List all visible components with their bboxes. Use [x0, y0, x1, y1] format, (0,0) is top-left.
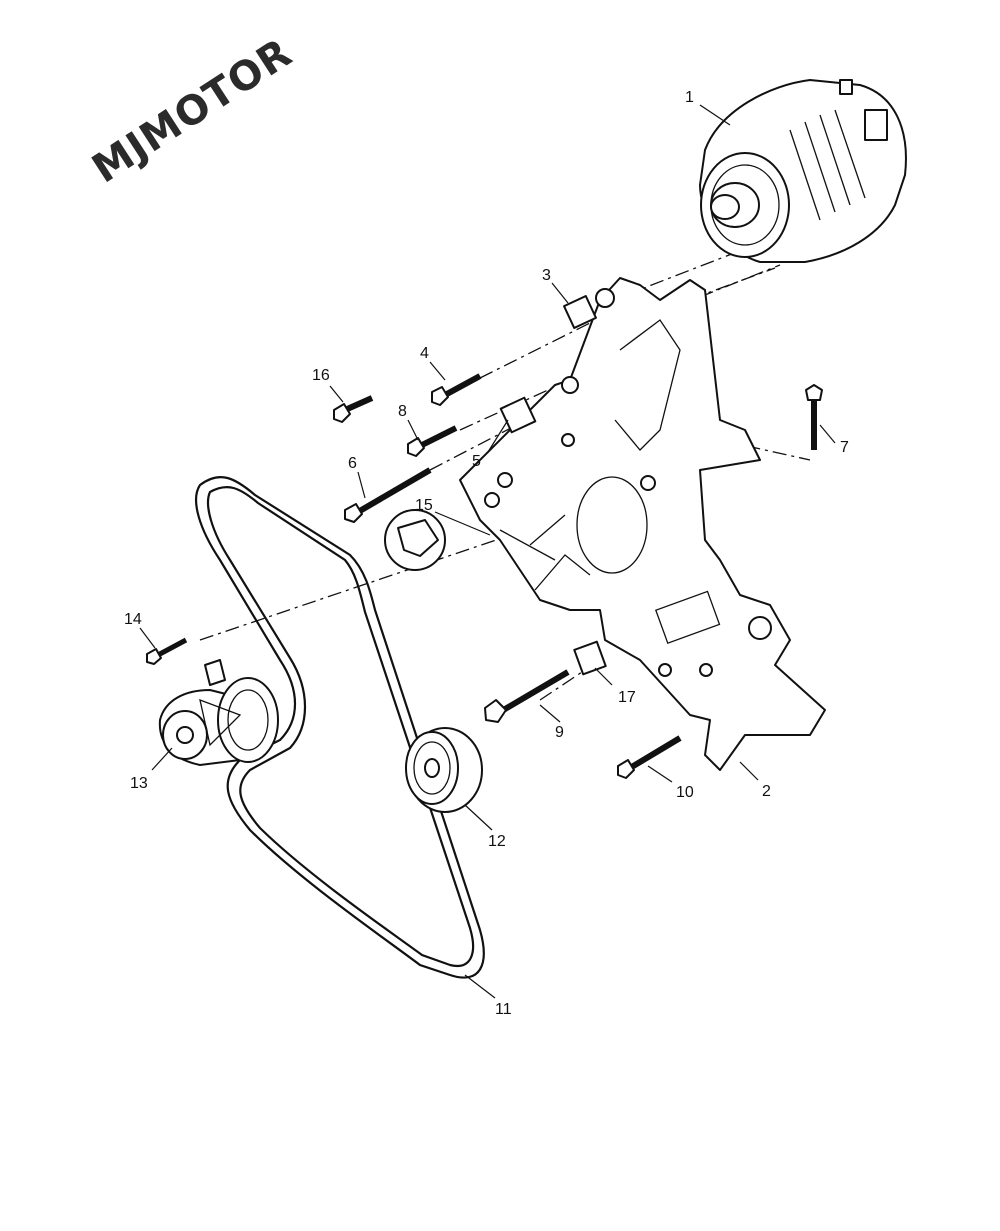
spacer-3	[563, 295, 597, 329]
bolt-6	[344, 467, 432, 523]
bolt-14	[146, 637, 188, 665]
callout-labels: 1 2 3 4 5 6 7 8 9 10 11 12 13 14 15 16 1…	[124, 89, 849, 1018]
callout-13: 13	[130, 775, 148, 792]
bolt-10	[617, 735, 682, 779]
callout-15: 15	[415, 497, 433, 514]
watermark-logo: MJMOTOR	[84, 30, 300, 193]
spacer-5	[499, 396, 537, 434]
callout-5: 5	[472, 453, 481, 470]
callout-12: 12	[488, 833, 506, 850]
drive-belt	[195, 476, 485, 979]
callout-7: 7	[840, 439, 849, 456]
callout-4: 4	[420, 345, 429, 362]
spacer-17	[573, 640, 607, 676]
callout-6: 6	[348, 455, 357, 472]
callout-3: 3	[542, 267, 551, 284]
callout-2: 2	[762, 783, 771, 800]
bolt-9	[484, 669, 570, 723]
belt-tensioner	[158, 659, 279, 766]
bolt-7	[805, 384, 823, 450]
clip-15	[384, 509, 446, 571]
callout-11: 11	[495, 1001, 512, 1018]
leader-lines	[139, 104, 836, 999]
callout-9: 9	[555, 724, 564, 741]
idler-pulley	[405, 727, 483, 813]
alternator	[699, 79, 907, 263]
bolt-8	[407, 425, 458, 457]
bolt-16	[333, 395, 374, 423]
callout-10: 10	[676, 784, 694, 801]
mounting-bracket	[459, 277, 826, 771]
callout-1: 1	[685, 89, 694, 106]
callout-17: 17	[618, 689, 636, 706]
callout-8: 8	[398, 403, 407, 420]
bolt-4	[431, 373, 482, 406]
callout-14: 14	[124, 611, 142, 628]
callout-16: 16	[312, 367, 330, 384]
